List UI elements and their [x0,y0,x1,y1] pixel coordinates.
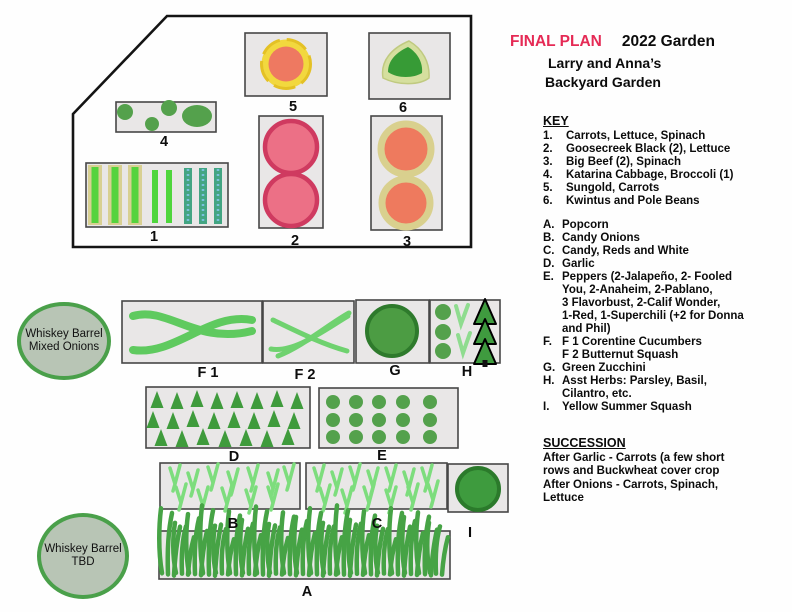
bed-e-label: E [377,448,387,464]
key-item-a: A.Popcorn [543,219,609,231]
barrel-tbd-line1: Whiskey Barrel [44,543,122,555]
succession-line: Lettuce [543,492,584,505]
key-item-d: D.Garlic [543,258,595,270]
butternut-vines-icon [268,310,352,359]
bed-e-rect [318,387,459,449]
succession-section: SUCCESSION After Garlic - Carrots (a few… [543,436,788,506]
barrel-tbd-line2: TBD [71,556,95,568]
bed-3-label: 3 [402,234,412,250]
barrel-onions-line1: Whiskey Barrel [25,328,103,340]
key-heading: KEY [543,114,569,128]
bed-h-label: H [461,364,473,380]
sungold-tomato-icon [260,38,312,90]
title-subtitle: Backyard Garden [545,74,661,90]
key-item-i: I.Yellow Summer Squash [543,401,692,413]
bed-c-label: C [371,516,383,532]
bed-g-label: G [389,363,401,379]
bed-4-label: 4 [159,134,169,150]
bed-f2-rect [262,300,355,364]
key-item-c: C.Candy, Reds and White [543,245,689,257]
succession-line: rows and Buckwheat cover crop [543,465,720,478]
bed-f1-label: F 1 [197,365,219,381]
succession-line: After Onions - Carrots, Spinach, [543,478,719,491]
bed-2-label: 2 [290,233,300,249]
bed-1-label: 1 [149,229,159,245]
onion-dots-icon [326,395,437,444]
key-item-f: F. F 1 Corentine Cucumbers F 2 Butternut… [543,336,702,361]
legend-panel: FINAL PLAN 2022 Garden Larry and Anna’s B… [510,33,788,506]
bed-i-label: I [467,525,473,541]
barrel-onions-line2: Mixed Onions [28,341,100,353]
cucumber-vines-icon [129,310,256,355]
big-beef-tomatoes-icon [377,120,435,231]
goosecreek-tomatoes-icon [262,118,320,229]
key-section: KEY 1.Carrots, Lettuce, Spinach 2.Goosec… [543,114,788,208]
key-item-g: G.Green Zucchini [543,362,646,374]
key-item-1: 1.Carrots, Lettuce, Spinach [543,130,706,142]
title-final-plan: FINAL PLAN [510,33,602,50]
key-item-6: 6.Kwintus and Pole Beans [543,195,700,207]
key-item-3: 3.Big Beef (2), Spinach [543,156,682,168]
bed-f2-label: F 2 [294,367,316,383]
bed-1-rows-icon [88,165,222,225]
key-item-2: 2.Goosecreek Black (2), Lettuce [543,143,731,155]
bed-5-label: 5 [288,99,298,115]
title-owner: Larry and Anna’s [548,55,662,71]
summer-squash-icon [455,466,501,512]
pole-beans-icon [381,40,430,85]
bed-a-label: A [301,584,313,600]
key-item-h: H. Asst Herbs: Parsley, Basil, Cilantro,… [543,375,707,400]
key-item-b: B.Candy Onions [543,232,640,244]
key-item-4: 4.Katarina Cabbage, Broccoli (1) [543,169,734,181]
herbs-icon [435,298,497,367]
cabbage-broccoli-icon [117,100,212,131]
key-item-e: E. Peppers (2-Jalapeño, 2- Fooled You, 2… [543,271,744,335]
key-item-5: 5.Sungold, Carrots [543,182,660,194]
whiskey-barrel-tbd: Whiskey Barrel TBD [37,513,129,599]
page-title: FINAL PLAN 2022 Garden [510,33,788,51]
succession-heading: SUCCESSION [543,436,626,450]
key-lettered-section: A.Popcorn B.Candy Onions C.Candy, Reds a… [543,219,788,414]
bed-6-label: 6 [398,100,408,116]
zucchini-mound-icon [365,304,419,358]
title-year: 2022 Garden [621,33,715,50]
bed-d-label: D [228,449,240,465]
bed-b-label: B [227,516,239,532]
plot-outline [71,14,473,249]
succession-line: After Garlic - Carrots (a few short [543,452,725,464]
whiskey-barrel-onions: Whiskey Barrel Mixed Onions [17,302,111,380]
